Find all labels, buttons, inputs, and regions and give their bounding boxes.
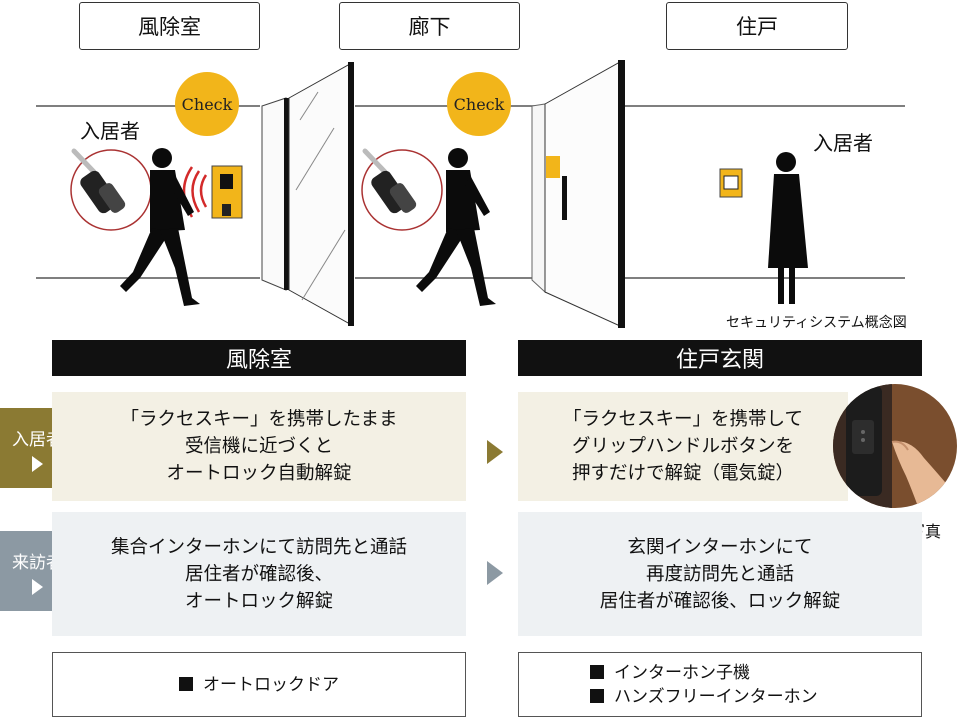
panel-line: オートロック解錠 xyxy=(184,590,333,612)
panel-resident-entrance: 「ラクセスキー」を携帯して グリップハンドルボタンを 押すだけで解錠（電気錠） xyxy=(518,392,848,501)
side-label-text: 入居者 xyxy=(12,429,63,450)
panel-line: 再度訪問先と通話 xyxy=(645,563,794,585)
panel-visitor-entrance: 玄関インターホンにて 再度訪問先と通話 居住者が確認後、ロック解錠 xyxy=(518,512,922,636)
panel-resident-vestibule: 「ラクセスキー」を携帯したまま 受信機に近づくと オートロック自動解錠 xyxy=(52,392,466,501)
panel-line: 集合インターホンにて訪問先と通話 xyxy=(110,536,407,558)
resident-label-dwelling: 入居者 xyxy=(813,131,873,155)
panel-line: 「ラクセスキー」を携帯して xyxy=(563,409,803,430)
autolock-door xyxy=(261,62,354,326)
panel-line: 受信機に近づくと xyxy=(184,436,333,457)
square-bullet-icon xyxy=(590,664,604,679)
equipment-label: ハンズフリーインターホン xyxy=(614,686,818,707)
equipment-box-right: インターホン子機 ハンズフリーインターホン xyxy=(518,652,922,717)
equipment-item: オートロックドア xyxy=(179,673,339,697)
check-badge-1: Check xyxy=(175,72,239,136)
arrow-right-icon xyxy=(487,561,503,585)
panel-line: 玄関インターホンにて xyxy=(627,536,813,558)
panel-line: 居住者が確認後、 xyxy=(184,563,333,585)
check-badge-2: Check xyxy=(447,72,511,136)
equipment-label: オートロックドア xyxy=(203,674,339,695)
entrance-door xyxy=(531,60,625,328)
triangle-icon xyxy=(32,578,43,595)
receiver-panel xyxy=(182,165,243,219)
security-concept-illustration xyxy=(36,60,905,328)
square-bullet-icon xyxy=(590,688,604,703)
arrow-right-icon xyxy=(487,440,503,464)
reference-photo xyxy=(833,384,957,508)
resident-standing xyxy=(768,152,808,304)
side-label-text: 来訪者 xyxy=(12,552,63,573)
equipment-label: インターホン子機 xyxy=(614,662,750,683)
equipment-item: インターホン子機 xyxy=(590,661,850,685)
equipment-box-left: オートロックドア xyxy=(52,652,466,717)
key-icon-1 xyxy=(70,148,152,231)
resident-label-vestibule: 入居者 xyxy=(80,119,140,143)
key-icon-2 xyxy=(361,148,443,231)
panel-visitor-vestibule: 集合インターホンにて訪問先と通話 居住者が確認後、 オートロック解錠 xyxy=(52,512,466,636)
triangle-icon xyxy=(32,455,43,472)
panel-line: 「ラクセスキー」を携帯したまま xyxy=(120,409,398,430)
header-vestibule: 風除室 xyxy=(52,340,466,376)
resident-walking-1 xyxy=(120,148,200,306)
intercom-unit xyxy=(719,168,743,198)
panel-line: 居住者が確認後、ロック解錠 xyxy=(599,590,841,612)
panel-line: オートロック自動解錠 xyxy=(166,463,352,484)
resident-walking-2 xyxy=(416,148,496,306)
tab-corridor: 廊下 xyxy=(339,2,520,50)
panel-line: 押すだけで解錠（電気錠） xyxy=(571,463,794,484)
header-entrance: 住戸玄関 xyxy=(518,340,922,376)
tab-vestibule: 風除室 xyxy=(79,2,260,50)
panel-line: グリップハンドルボタンを xyxy=(571,436,794,457)
tab-dwelling: 住戸 xyxy=(666,2,848,50)
equipment-item: ハンズフリーインターホン xyxy=(590,685,850,709)
square-bullet-icon xyxy=(179,676,193,691)
concept-caption: セキュリティシステム概念図 xyxy=(726,315,907,331)
